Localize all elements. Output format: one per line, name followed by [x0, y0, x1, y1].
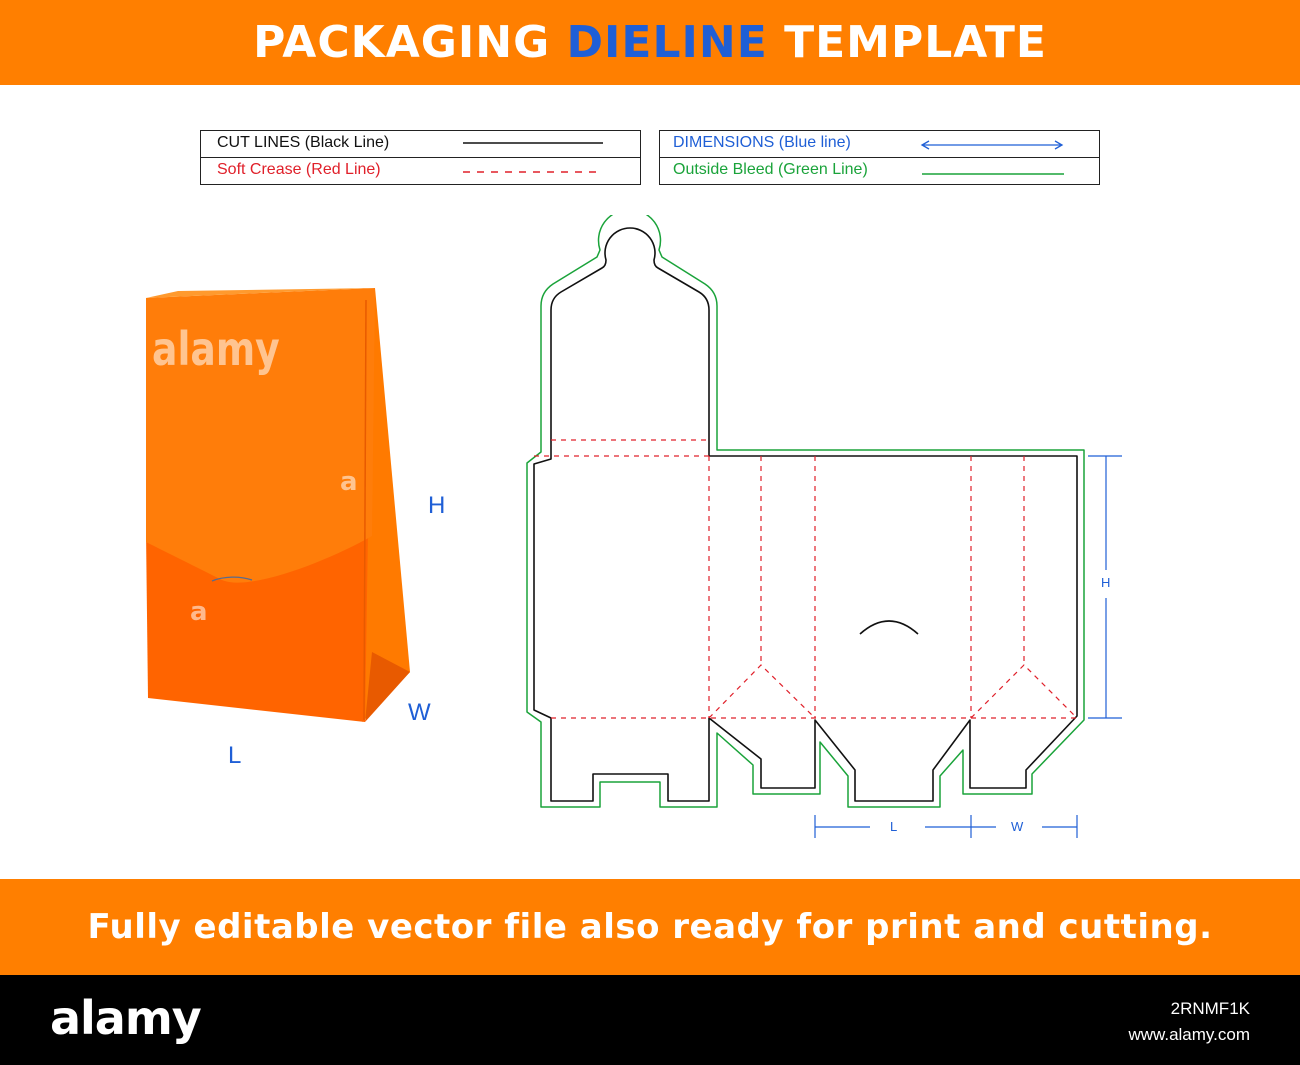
title-banner: PACKAGING DIELINE TEMPLATE	[0, 0, 1300, 85]
legend-cut-lines: CUT LINES (Black Line)	[201, 131, 640, 158]
box-top-edge	[146, 288, 375, 298]
box-flap-tuck-edge	[211, 576, 253, 582]
dimension-lines	[814, 455, 1122, 838]
watermark-mark-1: a	[340, 467, 358, 497]
box-height-label: H	[428, 492, 446, 519]
legend-outside-bleed: Outside Bleed (Green Line)	[660, 157, 1099, 184]
dieline-drawing	[526, 215, 1122, 838]
legend-right: DIMENSIONS (Blue line) Outside Bleed (Gr…	[659, 130, 1100, 185]
dieline-width-label: W	[1011, 819, 1024, 834]
site-url: www.alamy.com	[1128, 1025, 1250, 1044]
box-side-crease	[363, 299, 367, 721]
stock-footer: alamy 2RNMF1K www.alamy.com	[0, 975, 1300, 1065]
thumb-notch-cut	[859, 620, 919, 635]
footer-banner-text: Fully editable vector file also ready fo…	[87, 907, 1213, 947]
legend-outside-bleed-label: Outside Bleed (Green Line)	[673, 161, 868, 178]
watermark-logo: alamy	[152, 322, 280, 376]
title-part-1: PACKAGING	[253, 17, 567, 68]
image-id: 2RNMF1K	[1170, 999, 1250, 1018]
box-length-label: L	[228, 742, 242, 769]
legend-cut-lines-label: CUT LINES (Black Line)	[217, 134, 390, 151]
cut-outline	[533, 227, 1078, 802]
title-highlight: DIELINE	[566, 17, 768, 68]
legend-soft-crease-label: Soft Crease (Red Line)	[217, 161, 381, 178]
box-illustration	[146, 288, 410, 722]
dieline-height-label: H	[1101, 575, 1111, 590]
page-title: PACKAGING DIELINE TEMPLATE	[253, 17, 1047, 68]
dimension-line-sample	[920, 140, 1064, 150]
legend-left: CUT LINES (Black Line) Soft Crease (Red …	[200, 130, 641, 185]
legend-dimensions-label: DIMENSIONS (Blue line)	[673, 134, 851, 151]
crease-lines	[534, 439, 1078, 719]
cut-line-sample	[463, 142, 603, 144]
box-width-label: W	[408, 699, 431, 726]
legend-soft-crease: Soft Crease (Red Line)	[201, 157, 640, 184]
alamy-logo: alamy	[50, 991, 202, 1045]
legend-dimensions: DIMENSIONS (Blue line)	[660, 131, 1099, 158]
title-part-2: TEMPLATE	[767, 17, 1047, 68]
bleed-line-sample	[922, 173, 1064, 175]
box-side-gusset	[365, 652, 410, 722]
watermark-mark-2: a	[190, 597, 208, 627]
footer-banner: Fully editable vector file also ready fo…	[0, 879, 1300, 975]
dieline-length-label: L	[890, 819, 898, 834]
crease-line-sample	[463, 171, 603, 173]
box-front-panel	[146, 532, 368, 722]
box-front-flap	[146, 288, 375, 583]
bleed-outline	[526, 215, 1085, 808]
